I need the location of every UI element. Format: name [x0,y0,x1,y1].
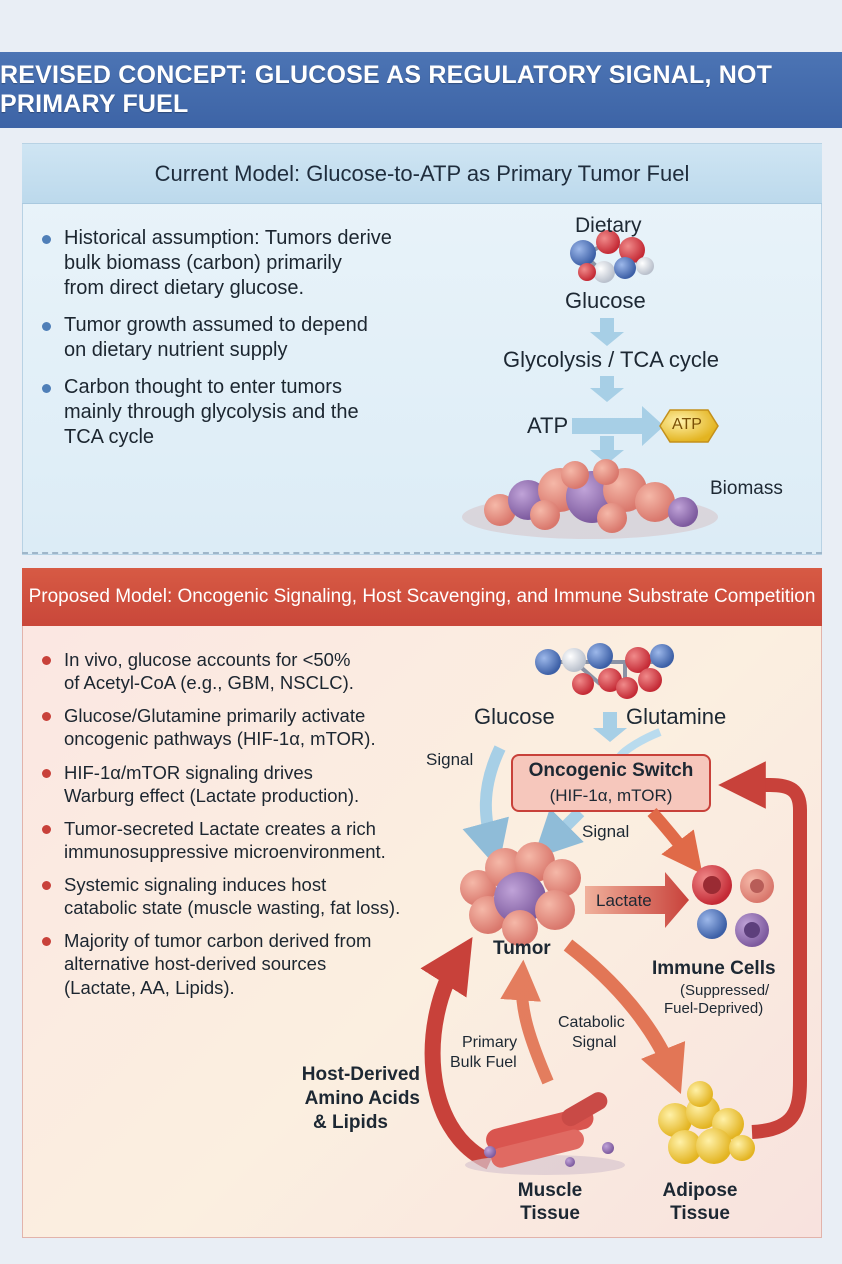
glycolysis-label: Glycolysis / TCA cycle [503,347,719,372]
list-item: Systemic signaling induces host cataboli… [40,873,435,919]
banner-title: REVISED CONCEPT: GLUCOSE AS REGULATORY S… [0,61,773,118]
list-item: Tumor growth assumed to depend on dietar… [40,313,440,363]
lactate-label: Lactate [596,891,652,910]
bullet-line: (Lactate, AA, Lipids). [64,976,235,998]
list-item: Glucose/Glutamine primarily activate onc… [40,704,435,750]
bullet-line: Carbon thought to enter tumors [64,376,342,398]
page-banner: REVISED CONCEPT: GLUCOSE AS REGULATORY S… [0,52,842,128]
catabolic-signal-arrow-icon [563,939,686,1095]
bullet-line: Systemic signaling induces host [64,874,327,895]
bullet-line: catabolic state (muscle wasting, fat los… [64,897,401,919]
list-item: HIF-1α/mTOR signaling drives Warburg eff… [40,761,435,807]
muscle-tissue-label-1: Muscle [517,1180,583,1201]
catabolic-signal-label-2: Signal [572,1034,617,1051]
bullet-line: bulk biomass (carbon) primarily [64,252,342,274]
dietary-glucose-molecule-icon [570,230,654,283]
immune-cells-title: Immune Cells [652,958,776,979]
adipose-tissue-icon [658,1081,755,1164]
lactate-arrow-icon [585,872,689,928]
biomass-cell-pile-icon [462,459,718,539]
bullet-line: alternative host-derived sources [64,953,327,975]
host-derived-label-1: Host-Derived [301,1064,420,1085]
tumor-label: Tumor [493,938,551,959]
adipose-tissue-label-2: Tissue [670,1203,730,1224]
muscle-tissue-icon [465,1092,625,1175]
atp-badge-label: ATP [672,416,702,433]
primary-bulk-fuel-label-1: Primary [462,1034,518,1051]
immune-cells-icon [692,865,774,947]
atp-badge-icon [659,409,719,443]
muscle-tissue-label-2: Tissue [520,1203,580,1224]
bullet-line: Historical assumption: Tumors derive [64,227,392,249]
primary-bulk-fuel-label-2: Bulk Fuel [450,1054,517,1071]
proposed-model-title: Proposed Model: Oncogenic Signaling, Hos… [28,586,816,607]
signal-arrow-icon [462,745,509,870]
signal-label-left: Signal [426,750,474,769]
bullet-line: Glucose/Glutamine primarily activate [64,705,366,727]
feedback-loop-arrow-icon [718,761,807,1139]
bullet-line: of Acetyl-CoA (e.g., GBM, NSCLC). [64,672,354,694]
bullet-line: In vivo, glucose accounts for <50% [64,649,351,670]
bullet-line: on dietary nutrient supply [64,339,288,361]
glutamine-input-label: Glutamine [626,704,727,729]
immune-cells-sub1: (Suppressed/ [680,982,770,999]
oncogenic-switch-title: Oncogenic Switch [528,760,694,781]
catabolic-signal-label-1: Catabolic [558,1014,625,1031]
host-derived-label-2: Amino Acids [304,1088,420,1109]
oncogenic-switch-subtitle: (HIF-1α, mTOR) [549,786,673,805]
signal-label-mid: Signal [582,822,630,841]
host-derived-arrow-icon [420,937,494,1170]
list-item: Carbon thought to enter tumors mainly th… [40,375,440,450]
primary-bulk-fuel-arrow-icon [500,959,554,1085]
oncogenic-switch-box [511,754,711,812]
bullet-line: from direct dietary glucose. [64,277,305,299]
bullet-line: immunosuppressive microenvironment. [64,840,386,862]
current-model-panel [22,143,822,555]
switch-to-immune-arrow-icon [647,808,703,875]
list-item: In vivo, glucose accounts for <50% of Ac… [40,648,435,694]
dietary-label: Dietary [575,214,642,237]
bullet-line: mainly through glycolysis and the [64,401,359,423]
host-derived-label-3: & Lipids [313,1112,388,1133]
current-model-bullets: Historical assumption: Tumors derive bul… [40,226,440,462]
list-item: Tumor-secreted Lactate creates a rich im… [40,817,435,863]
signal-arrow-icon [616,728,662,759]
bullet-line: HIF-1α/mTOR signaling drives [64,761,313,783]
glucose-input-label: Glucose [474,704,555,729]
flow-arrow-icon [590,318,624,464]
adipose-tissue-label-1: Adipose [662,1180,738,1201]
proposed-model-header: Proposed Model: Oncogenic Signaling, Hos… [22,568,822,626]
current-model-header: Current Model: Glucose-to-ATP as Primary… [22,144,822,204]
bullet-line: oncogenic pathways (HIF-1α, mTOR). [64,728,376,750]
bullet-line: TCA cycle [64,426,155,448]
glucose-glutamine-molecule-icon [535,643,674,699]
atp-arrow-icon [572,406,664,446]
immune-cells-sub2: Fuel-Deprived) [664,1000,764,1017]
tumor-cell-cluster-icon [460,842,581,946]
glucose-label: Glucose [565,288,646,313]
bullet-line: Majority of tumor carbon derived from [64,930,372,952]
list-item: Majority of tumor carbon derived from al… [40,929,435,998]
section-divider [22,552,822,554]
list-item: Historical assumption: Tumors derive bul… [40,226,440,301]
biomass-label: Biomass [710,478,783,499]
bullet-line: Warburg effect (Lactate production). [64,784,360,806]
flow-arrow-icon [593,712,627,742]
atp-label: ATP [527,413,569,438]
bullet-line: Tumor growth assumed to depend [64,314,368,336]
bullet-line: Tumor-secreted Lactate creates a rich [64,817,376,839]
current-model-title: Current Model: Glucose-to-ATP as Primary… [154,160,690,186]
signal-arrow-icon [533,807,585,859]
proposed-model-bullets: In vivo, glucose accounts for <50% of Ac… [40,648,435,1009]
